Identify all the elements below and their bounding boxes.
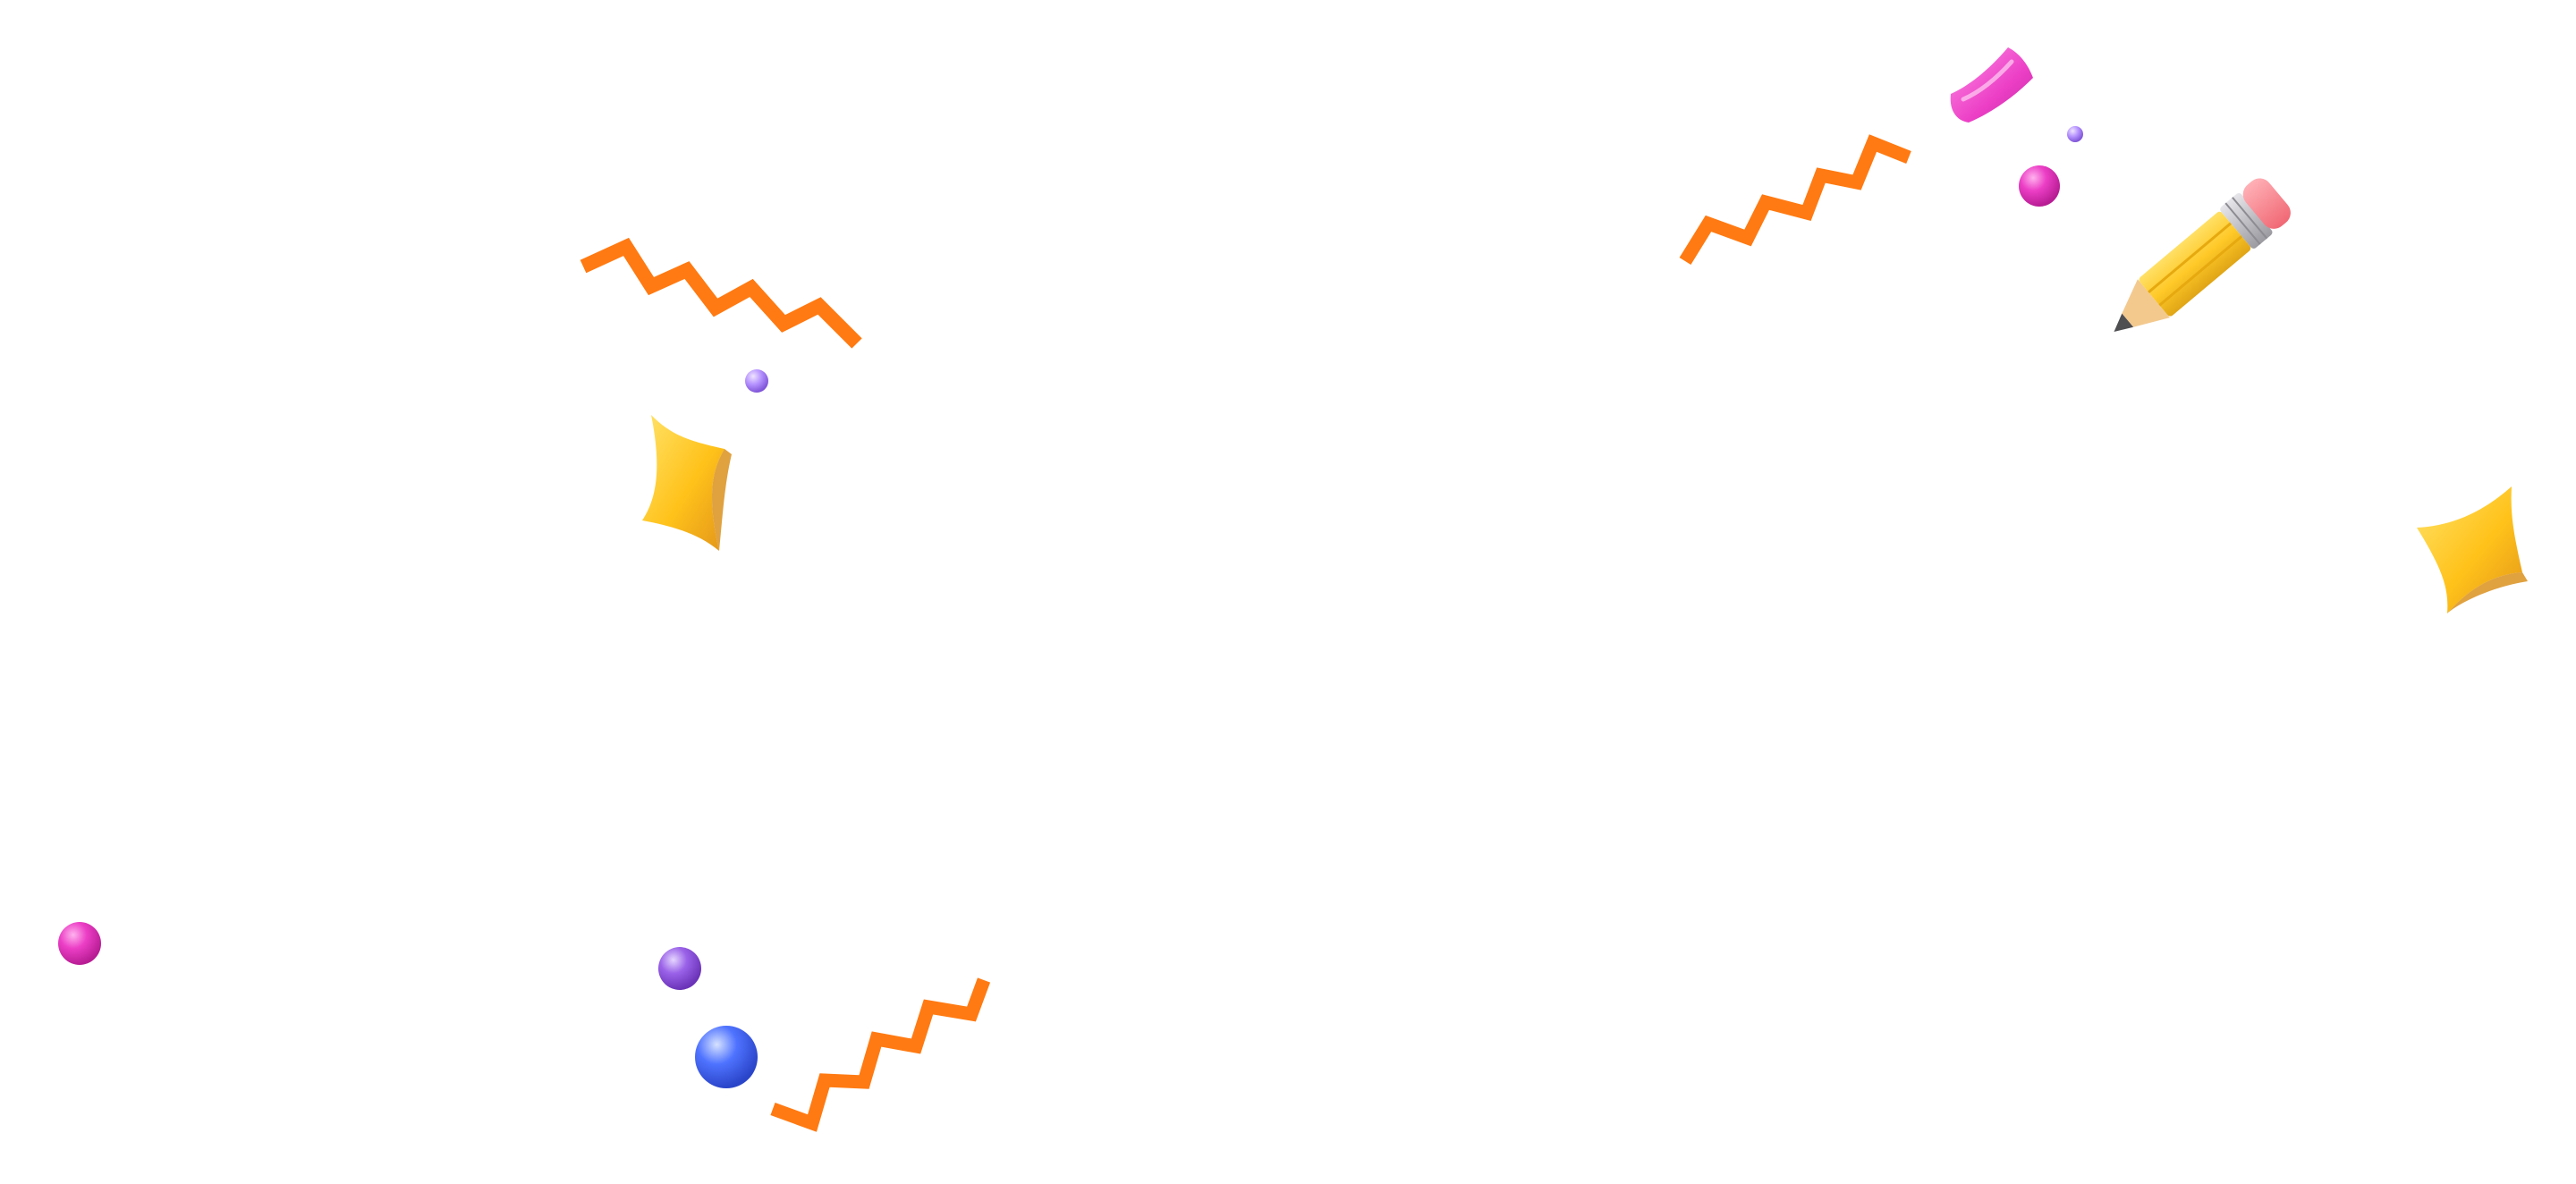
pencil-icon	[2114, 178, 2291, 332]
bead-dot-icon	[58, 922, 101, 965]
pink-ribbon-icon	[1950, 47, 2033, 123]
bead-dot-icon	[658, 947, 701, 990]
bead-dot-icon	[2067, 126, 2083, 142]
zigzag-squiggle-icon	[580, 237, 862, 349]
bead-dot-icon	[745, 369, 768, 393]
sparkle-star-icon	[2417, 486, 2528, 613]
zigzag-squiggle-icon	[1679, 134, 1911, 265]
zigzag-squiggle-icon	[770, 977, 991, 1132]
sparkle-star-icon	[642, 415, 732, 551]
bead-dot-icon	[695, 1026, 758, 1088]
bead-dot-icon	[2019, 165, 2060, 207]
